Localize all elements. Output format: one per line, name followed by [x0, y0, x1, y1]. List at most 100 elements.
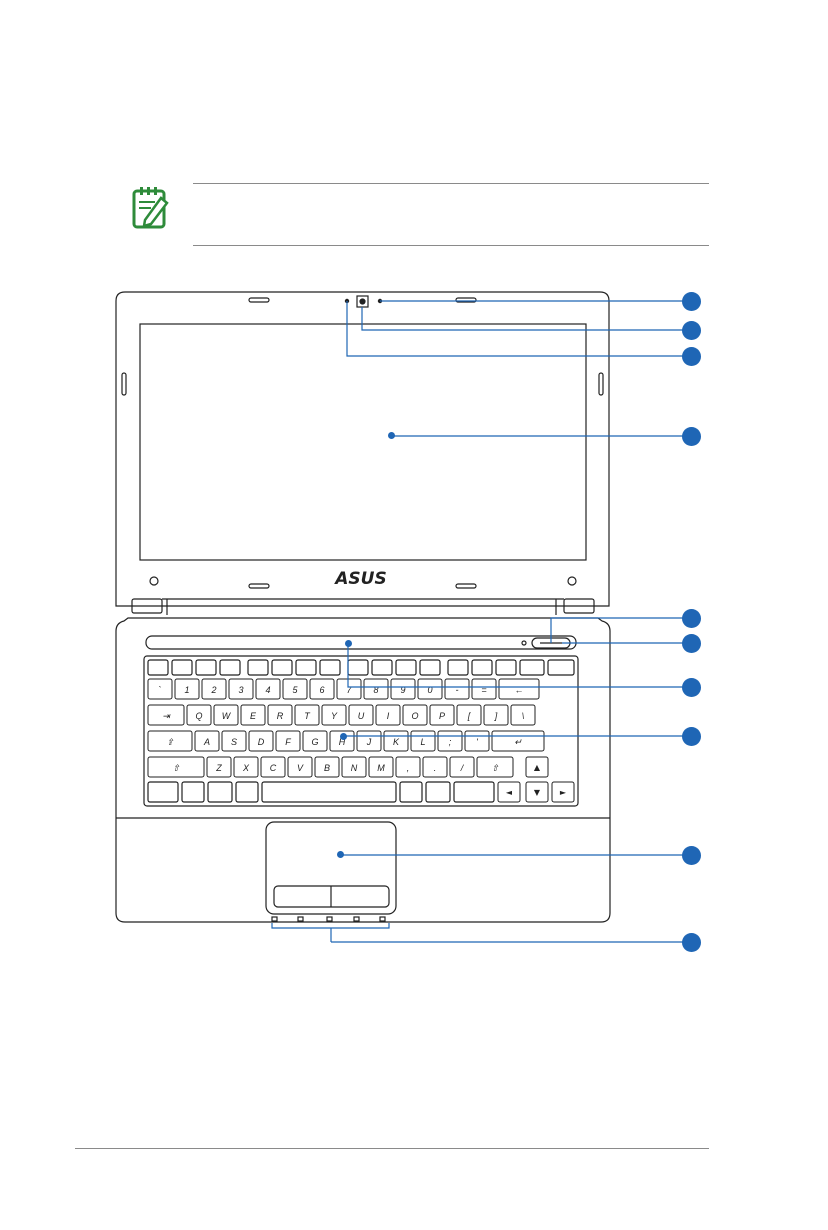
note-icon: [131, 186, 171, 230]
key-label: G: [311, 737, 318, 747]
key: [456, 704, 482, 726]
key: [321, 704, 347, 726]
key: [329, 730, 355, 752]
touchpad-point: [337, 851, 344, 858]
touchpad: [265, 821, 397, 915]
key-label: 0: [427, 685, 432, 695]
key: [275, 730, 301, 752]
key: [147, 678, 173, 700]
key: [228, 678, 254, 700]
key: [147, 730, 193, 752]
function-row: [147, 659, 575, 676]
key: [248, 730, 274, 752]
key-label: =: [481, 685, 486, 695]
key-label: Z: [215, 763, 222, 773]
key-label: 9: [400, 685, 405, 695]
key-label: B: [324, 763, 330, 773]
key: [402, 704, 428, 726]
key-label: ;: [449, 737, 452, 747]
callout-power-indicator: [682, 609, 701, 628]
key-label: ]: [494, 711, 498, 721]
key-label: ': [476, 737, 478, 747]
key-label: 4: [265, 685, 270, 695]
key: [395, 756, 421, 778]
key: [390, 678, 416, 700]
key: [233, 756, 259, 778]
callout-camera: [682, 321, 701, 340]
arrow-key-label: ►: [560, 788, 567, 797]
key-label: ⇧: [172, 763, 180, 773]
callout-status-indicators: [682, 933, 701, 952]
callout-microphone: [682, 292, 701, 311]
key: [383, 730, 409, 752]
key-label: .: [434, 763, 437, 773]
key-label: D: [258, 737, 265, 747]
key: [464, 730, 490, 752]
key-label: ⇧: [491, 763, 499, 773]
key: [348, 704, 374, 726]
key-label: O: [411, 711, 418, 721]
display-point: [388, 432, 395, 439]
key: [147, 756, 205, 778]
key-label: 2: [210, 685, 216, 695]
note-top-rule: [193, 183, 709, 184]
key-label: N: [351, 763, 358, 773]
key: [287, 756, 313, 778]
key: [201, 678, 227, 700]
brand-logo: ASUS: [333, 569, 386, 589]
display-panel: [139, 323, 587, 561]
key: [417, 678, 443, 700]
arrow-key-label: ◄: [506, 788, 513, 797]
key-label: W: [222, 711, 232, 721]
key: [410, 730, 436, 752]
key-label: ←: [515, 685, 524, 695]
key: [240, 704, 266, 726]
key: [314, 756, 340, 778]
footer-rule: [75, 1148, 709, 1149]
display-lid: [115, 291, 610, 607]
callout-touchpad: [682, 846, 701, 865]
key-label: \: [522, 711, 525, 721]
key: [498, 678, 540, 700]
key-label: F: [285, 737, 291, 747]
key: [336, 678, 362, 700]
key: [267, 704, 293, 726]
key-label: ,: [407, 763, 410, 773]
key: [147, 704, 185, 726]
key-label: R: [277, 711, 284, 721]
laptop-base: [115, 617, 611, 923]
key: [444, 678, 470, 700]
arrow-key: [497, 781, 521, 803]
key-label: ⇥: [162, 711, 171, 721]
key: [437, 730, 463, 752]
key: [422, 756, 448, 778]
key-label: 3: [238, 685, 243, 695]
key: [375, 704, 401, 726]
key: [309, 678, 335, 700]
key-label: 5: [292, 685, 298, 695]
key-label: E: [250, 711, 257, 721]
key: [356, 730, 382, 752]
key-label: ⇪: [166, 737, 174, 747]
key-label: 1: [184, 685, 189, 695]
key: [302, 730, 328, 752]
key-label: [: [467, 711, 472, 721]
key-label: L: [420, 737, 425, 747]
spacebar: [261, 781, 397, 803]
key: [213, 704, 239, 726]
key: [363, 678, 389, 700]
key-label: A: [203, 737, 210, 747]
key: [471, 678, 497, 700]
key-label: U: [358, 711, 365, 721]
callout-keyboard-function: [682, 727, 701, 746]
key: [294, 704, 320, 726]
callout-keyboard: [682, 678, 701, 697]
key-label: 8: [373, 685, 378, 695]
arrow-key-label: ▼: [534, 788, 541, 797]
arrow-key: [525, 781, 549, 803]
key: [255, 678, 281, 700]
callout-display: [682, 427, 701, 446]
arrow-key: [551, 781, 575, 803]
key-label: `: [159, 685, 162, 695]
note-bottom-rule: [193, 245, 709, 246]
